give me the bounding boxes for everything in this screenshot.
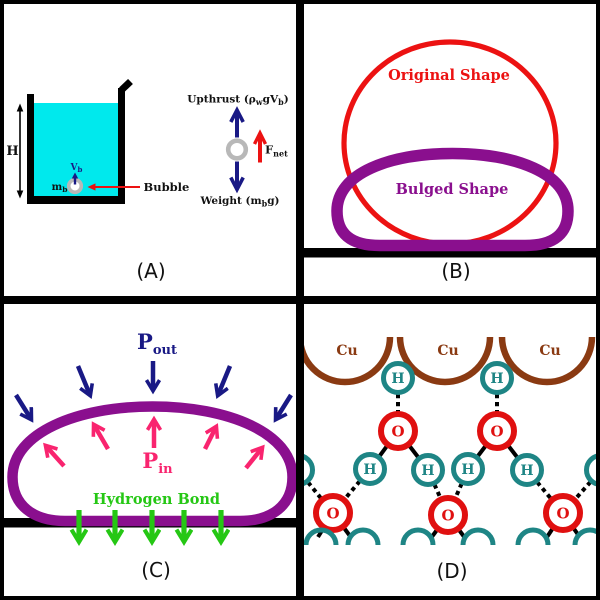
p-out-arrow-farleft [14, 393, 31, 419]
panel-a-buoyancy-diagram: H mb Vb Bubble Upthrust (ρwgVb) Weight (… [4, 4, 296, 296]
p-out-arrow-midleft [75, 365, 90, 395]
h-label: H [421, 463, 434, 479]
cu-label: Cu [539, 343, 560, 359]
hbond-line [304, 474, 335, 515]
h-atom [353, 452, 387, 486]
h-atom-arc [572, 527, 596, 546]
cu-label: Cu [437, 343, 458, 359]
p-in-arrow-midleft [94, 425, 110, 451]
panel-b-caption: (B) [441, 259, 470, 283]
beaker-right-wall [118, 88, 125, 204]
h-atom-partial [584, 453, 596, 487]
bubble-pointer-arrowhead-icon [87, 183, 96, 191]
h-label: H [520, 463, 533, 479]
panel-d-svg: Cu Cu Cu H H O O H H H H O O O (D) [304, 336, 596, 583]
beaker-left-wall [27, 94, 34, 204]
fnet-label: Fnet [265, 143, 288, 159]
hydrogen-bond-label: Hydrogen Bond [93, 491, 220, 508]
o-label: O [441, 507, 454, 525]
p-out-arrow-farright [276, 393, 293, 419]
droplet-outline [7, 401, 296, 527]
o-atom [428, 495, 468, 535]
panel-b-svg: Original Shape Bulged Shape (B) [304, 39, 596, 283]
panel-b-shape-comparison: Original Shape Bulged Shape (B) [304, 4, 596, 296]
h-atom [480, 361, 514, 395]
bulged-shape-outline [331, 147, 574, 252]
p-in-arrow-farleft [46, 446, 66, 468]
p-out-label: Pout [137, 329, 177, 358]
height-label: H [6, 144, 18, 159]
h-atom [451, 452, 485, 486]
p-in-label: Pin [142, 448, 173, 477]
o-label: O [490, 423, 503, 441]
weight-arrowhead-icon [229, 176, 245, 194]
bubble-label: Bubble [144, 180, 190, 194]
p-in-arrow-farright [244, 448, 262, 470]
upthrust-label: Upthrust (ρwgVb) [187, 94, 288, 108]
cu-label: Cu [336, 343, 357, 359]
h-atom [510, 453, 544, 487]
h-atom-arc [345, 527, 381, 546]
h-label: H [490, 371, 503, 387]
h-atom-arc [304, 527, 339, 546]
h-atom-arc [460, 527, 496, 546]
panel-c-caption: (C) [141, 558, 171, 582]
hydrogen-bonds-dashed [304, 378, 596, 516]
panel-d-molecular-diagram: Cu Cu Cu H H O O H H H H O O O (D) [304, 304, 596, 596]
weight-label: Weight (mbg) [199, 195, 279, 209]
cu-atom-arc [498, 336, 596, 386]
h-atom [381, 361, 415, 395]
fbd-bubble-icon [225, 138, 249, 161]
beaker-spout [119, 78, 133, 93]
upthrust-arrowhead-icon [229, 106, 245, 123]
o-atom [378, 411, 418, 451]
o-label: O [326, 505, 339, 523]
h-label: H [363, 462, 376, 478]
copper-surface [304, 336, 596, 386]
cu-atom-arc [304, 336, 394, 386]
o-label: O [556, 505, 569, 523]
panel-c-pressure-diagram: Pout Pin Hydrogen Bond (C) [4, 304, 296, 596]
h-label: H [461, 462, 474, 478]
surface-line [304, 248, 596, 258]
h-atom-partial [304, 454, 315, 486]
bubble-mass-label: mb [52, 182, 68, 194]
bottom-h-arcs [304, 527, 596, 546]
bubble-velocity-label: Vb [70, 163, 83, 174]
hydrogen-bond-arrows [79, 510, 221, 541]
panel-a-svg: H mb Vb Bubble Upthrust (ρwgVb) Weight (… [6, 78, 289, 283]
h-atom-arc [515, 527, 551, 546]
h-label: H [391, 371, 404, 387]
p-in-arrow-midright [202, 427, 216, 451]
p-out-arrow-midright [218, 365, 233, 395]
panel-c-svg: Pout Pin Hydrogen Bond (C) [4, 329, 296, 582]
o-atom [543, 493, 583, 533]
panel-a-caption: (A) [136, 259, 165, 283]
bulged-shape-label: Bulged Shape [396, 181, 509, 198]
p-out-arrows [14, 361, 293, 419]
o-atom [477, 411, 517, 451]
o-label: O [391, 423, 404, 441]
height-dimension-arrow [16, 103, 24, 199]
arrowhead-up-icon [16, 103, 24, 112]
velocity-arrowhead-icon [71, 172, 79, 179]
cu-atom-arc [396, 336, 494, 386]
arrowhead-down-icon [16, 190, 24, 199]
panel-d-caption: (D) [436, 559, 467, 583]
beaker-bottom [27, 196, 125, 204]
o-atom [313, 493, 353, 533]
h-atom-arc [400, 527, 436, 546]
original-shape-label: Original Shape [388, 67, 510, 84]
p-in-arrows [46, 420, 262, 470]
fnet-arrowhead-icon [252, 129, 268, 145]
h-atom [411, 453, 445, 487]
